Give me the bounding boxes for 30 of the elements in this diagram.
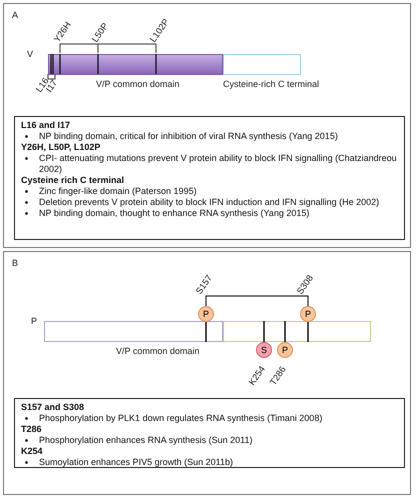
notes-heading: T286	[21, 424, 43, 435]
domain-bar	[223, 54, 301, 75]
notes-heading: L16 and I17	[21, 120, 72, 131]
protein-label: P	[31, 316, 38, 326]
panel-letter: B	[12, 258, 18, 268]
bracket-line	[206, 296, 308, 306]
notes-box	[14, 116, 405, 240]
notes-heading: S157 and S308	[21, 402, 86, 413]
domain-label: V/P common domain	[116, 346, 200, 356]
panel-frame	[3, 251, 411, 495]
site-line	[263, 321, 265, 342]
site-line	[307, 322, 309, 342]
panel-frame	[3, 3, 411, 248]
phosphorylation-circle: P	[300, 306, 316, 322]
panel-letter: A	[12, 10, 18, 20]
phosphorylation-circle: P	[198, 306, 214, 322]
domain-label: V/P common domain	[96, 79, 180, 89]
protein-label: V	[27, 49, 34, 59]
site-line	[284, 321, 286, 342]
notes-heading: Y26H, L50P, L102P	[21, 142, 102, 153]
domain-bar	[48, 54, 223, 75]
phosphorylation-circle: P	[277, 342, 293, 358]
notes-heading: K254	[21, 446, 44, 457]
notes-box	[14, 398, 405, 468]
domain-label: Cysteine-rich C terminal	[223, 79, 320, 89]
notes-heading: Cysteine rich C terminal	[21, 175, 126, 186]
site-line	[205, 322, 207, 342]
domain-bar	[44, 321, 223, 342]
sumoylation-circle: S	[256, 342, 272, 358]
domain-bar	[223, 321, 371, 342]
